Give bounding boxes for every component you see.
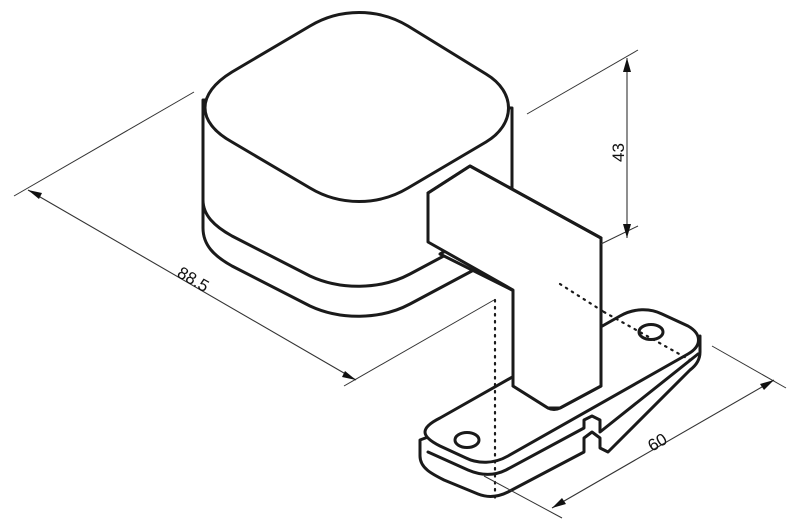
mounting-hole-rear: [637, 323, 665, 341]
extension-line-rear: [711, 345, 787, 389]
extension-line-top-left: [13, 91, 195, 197]
arm-face: [426, 164, 603, 410]
arrow-head-icon: [342, 371, 356, 380]
arrow-head-icon: [623, 224, 631, 238]
bracket-arm: [426, 164, 603, 411]
housing-top: [203, 11, 510, 203]
dimension-label-length: 88.5: [174, 263, 212, 296]
housing-box: [201, 11, 514, 318]
dimension-line-base-width: [551, 379, 775, 509]
arrow-head-icon: [623, 58, 631, 72]
hidden-line-diagonal: [558, 282, 606, 314]
mounting-hole-front: [453, 431, 481, 449]
extension-line-bottom: [600, 225, 639, 245]
housing-seam: [201, 198, 472, 288]
extension-line-front: [483, 475, 563, 519]
dimension-line-length: [27, 189, 357, 381]
extension-line-top: [526, 49, 639, 115]
hidden-line-plate: [602, 310, 692, 362]
base-plate-front-edge: [426, 352, 700, 476]
hidden-lines: [493, 282, 692, 502]
extension-line-bottom-left: [343, 299, 495, 387]
arrow-head-icon: [28, 190, 42, 199]
arm-top-edge: [426, 164, 603, 240]
arrow-head-icon: [552, 498, 566, 508]
dimension-label-height: 43: [609, 143, 628, 162]
dimension-height: 43: [526, 49, 639, 245]
arrow-head-icon: [760, 380, 774, 390]
dimension-label-base-width: 60: [645, 430, 671, 456]
